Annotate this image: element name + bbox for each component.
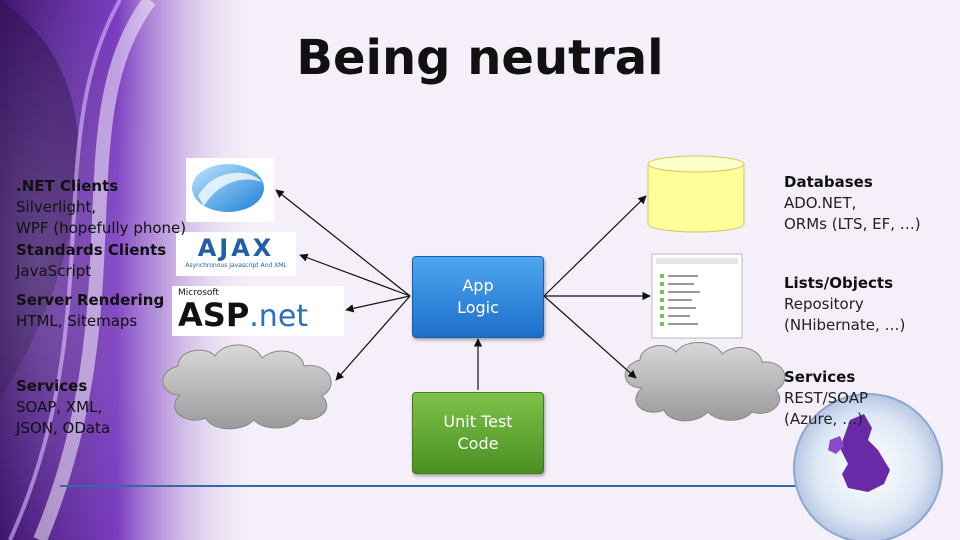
label-line: Repository: [784, 295, 864, 313]
label-heading: Lists/Objects: [784, 274, 893, 292]
label-heading: .NET Clients: [16, 177, 119, 195]
app-logic-line: App: [462, 276, 494, 295]
unit-test-line: Code: [457, 434, 499, 453]
unit-test-line: Unit Test: [443, 412, 513, 431]
database-icon: [647, 155, 745, 233]
aspnet-logo-wordmark: ASP.net: [178, 298, 344, 338]
ajax-logo-subtitle: Asynchronous Javascript And XML: [185, 262, 287, 269]
label-standards-clients: Standards Clients JavaScript: [16, 240, 166, 282]
label-heading: Databases: [784, 173, 873, 191]
aspnet-logo-icon: [172, 286, 344, 336]
label-line: REST/SOAP: [784, 389, 869, 407]
unit-test-box: Unit Test Code: [412, 392, 544, 474]
label-left-services: Services SOAP, XML, JSON, OData: [16, 376, 110, 439]
label-heading: Services: [784, 368, 856, 386]
label-line: JavaScript: [16, 262, 92, 280]
label-dotnet-clients: .NET Clients Silverlight, WPF (hopefully…: [16, 176, 186, 239]
label-right-services: Services REST/SOAP (Azure, …): [784, 367, 868, 430]
page-title: Being neutral: [296, 30, 664, 86]
label-lists-objects: Lists/Objects Repository (NHibernate, …): [784, 273, 905, 336]
connector-arrows: [275, 189, 651, 390]
aspnet-logo-net: .net: [249, 299, 309, 334]
label-line: JSON, OData: [16, 419, 111, 437]
label-line: ORMs (LTS, EF, …): [784, 215, 921, 233]
ajax-logo: AJAX Asynchronous Javascript And XML: [176, 232, 296, 276]
object-list-icon: [651, 253, 743, 339]
label-heading: Services: [16, 377, 88, 395]
silverlight-logo-icon: [186, 158, 274, 222]
label-heading: Server Rendering: [16, 291, 165, 309]
label-line: (Azure, …): [784, 410, 863, 428]
label-line: HTML, Sitemaps: [16, 312, 138, 330]
app-logic-box: App Logic: [412, 256, 544, 338]
right-cloud-icon: [624, 342, 786, 422]
label-line: SOAP, XML,: [16, 398, 103, 416]
label-server-rendering: Server Rendering HTML, Sitemaps: [16, 290, 164, 332]
label-databases: Databases ADO.NET, ORMs (LTS, EF, …): [784, 172, 921, 235]
label-heading: Standards Clients: [16, 241, 167, 259]
label-line: Silverlight,: [16, 198, 97, 216]
ajax-logo-text: AJAX: [197, 234, 275, 262]
label-line: ADO.NET,: [784, 194, 857, 212]
aspnet-logo-asp: ASP: [178, 296, 250, 334]
app-logic-line: Logic: [457, 298, 499, 317]
ajax-logo-icon: [176, 232, 296, 276]
aspnet-logo: Microsoft ASP.net: [174, 288, 344, 336]
aspnet-logo-microsoft: Microsoft: [178, 288, 219, 298]
left-cloud-icon: [162, 344, 332, 430]
label-line: WPF (hopefully phone): [16, 219, 187, 237]
label-line: (NHibernate, …): [784, 316, 906, 334]
